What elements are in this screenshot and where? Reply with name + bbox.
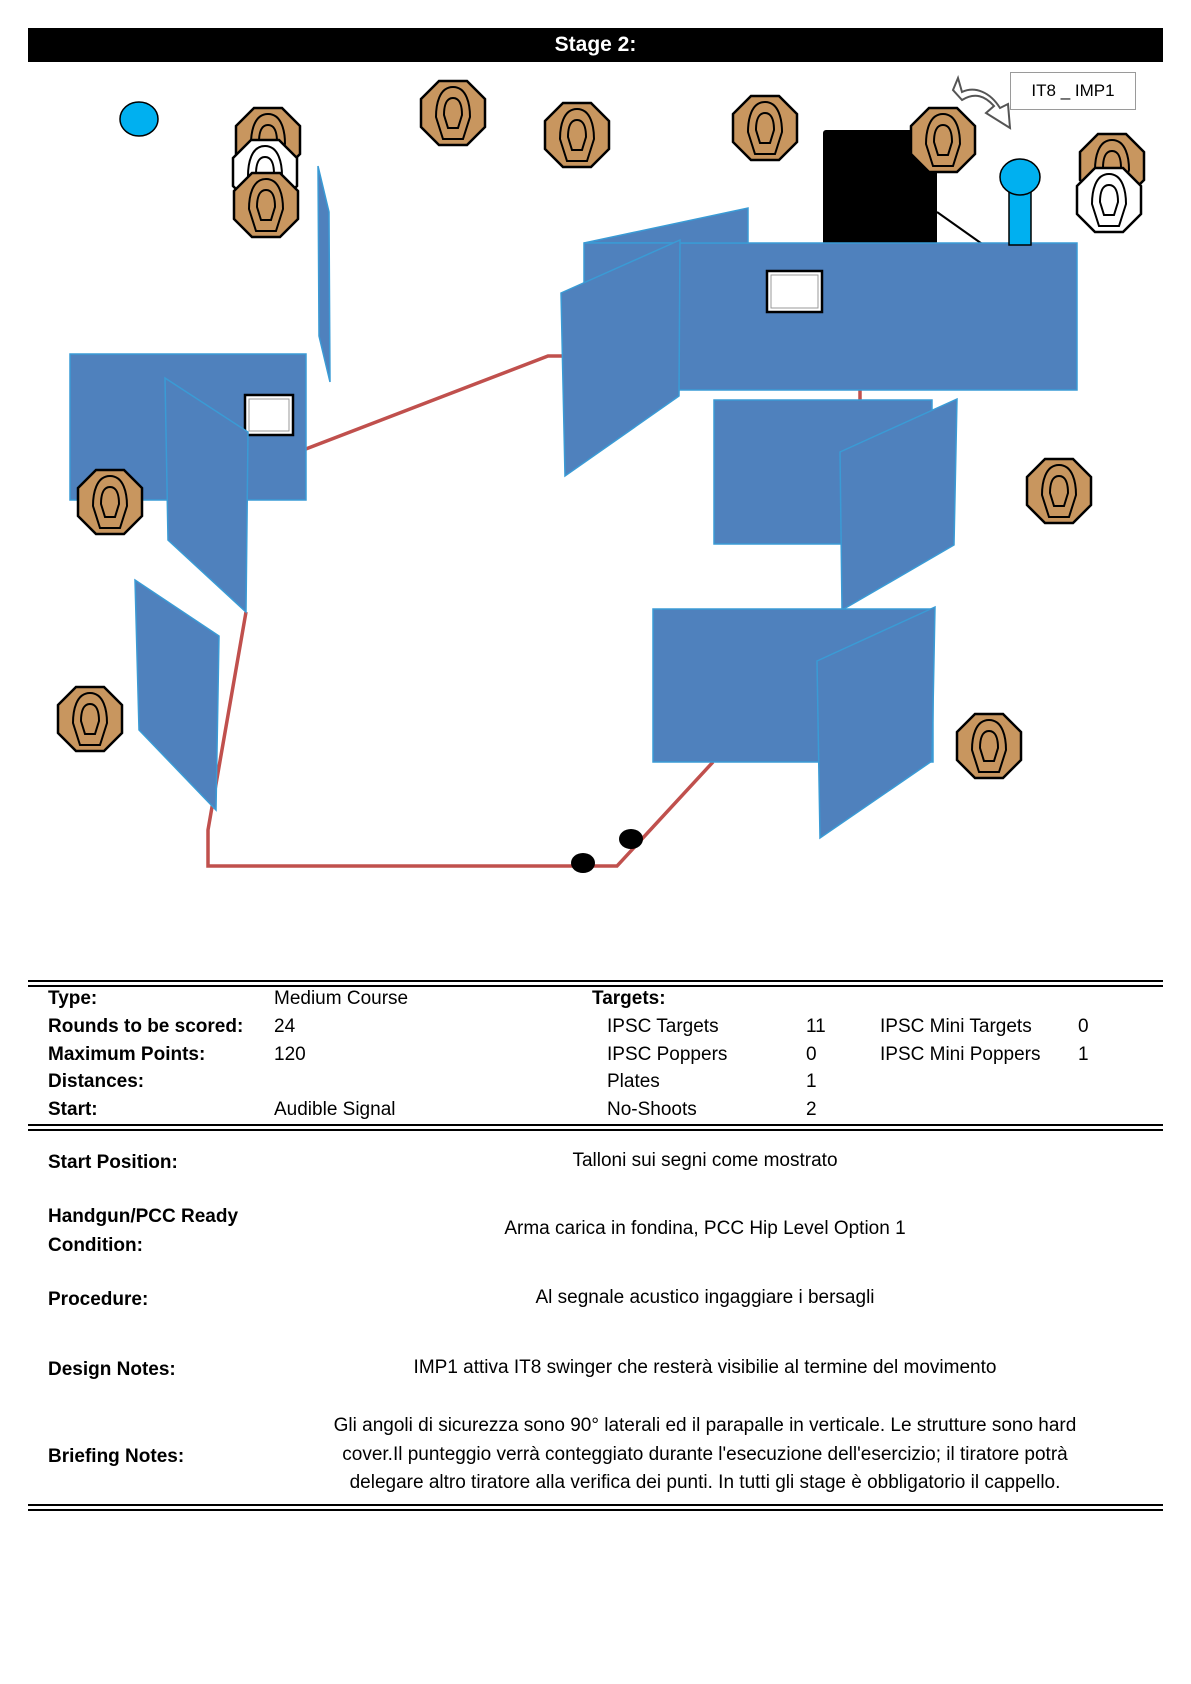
mini-targets-value: 0	[1078, 1016, 1089, 1037]
targets-ipsc-value: 11	[806, 1016, 826, 1037]
mini-poppers-label: IPSC Mini Poppers	[880, 1044, 1041, 1065]
ipsc-target-icon	[955, 712, 1023, 780]
targets-heading: Targets:	[592, 988, 666, 1009]
targets-plates-value: 1	[806, 1071, 817, 1092]
start-mark-icon	[619, 829, 643, 849]
targets-noshoots-value: 2	[806, 1099, 817, 1120]
start-position-label: Start Position:	[48, 1152, 178, 1173]
wall-left-panel	[164, 376, 249, 614]
divider-middle	[28, 1124, 1163, 1131]
type-value: Medium Course	[274, 988, 409, 1009]
wall-lower-right-panel	[816, 605, 936, 840]
start-position-value: Talloni sui segni come mostrato	[572, 1150, 838, 1171]
divider-bottom	[28, 1504, 1163, 1511]
targets-noshoots-label: No-Shoots	[607, 1099, 697, 1120]
targets-plates-label: Plates	[607, 1071, 660, 1092]
stage-title: Stage 2:	[28, 28, 1163, 62]
wall-thin-post	[317, 165, 331, 383]
briefing-notes-line-1: Gli angoli di sicurezza sono 90° lateral…	[333, 1415, 1077, 1436]
briefing-notes-label: Briefing Notes:	[48, 1446, 185, 1467]
briefing-notes-line-3: delegare altro tiratore alla verifica de…	[349, 1472, 1061, 1493]
ipsc-target-icon	[232, 171, 300, 239]
ready-condition-label-line2: Condition:	[48, 1235, 143, 1256]
design-notes-label: Design Notes:	[48, 1359, 176, 1380]
design-notes-value: IMP1 attiva IT8 swinger che resterà visi…	[413, 1357, 997, 1378]
mini-poppers-value: 1	[1078, 1044, 1089, 1065]
swinger-callout: IT8 _ IMP1	[1010, 72, 1136, 110]
ipsc-target-icon	[56, 685, 124, 753]
stage-diagram	[56, 74, 1146, 873]
start-label: Start:	[48, 1099, 98, 1120]
mini-targets-label: IPSC Mini Targets	[880, 1016, 1032, 1037]
points-label: Maximum Points:	[48, 1044, 206, 1065]
ipsc-target-icon	[909, 106, 977, 174]
rounds-value: 24	[274, 1016, 296, 1037]
wall-top-right	[664, 242, 1078, 391]
wall-middle-right-panel	[839, 397, 958, 612]
targets-poppers-value: 0	[806, 1044, 817, 1065]
points-value: 120	[274, 1044, 306, 1065]
wall-center-back-panel	[583, 207, 749, 244]
wall-center-panel	[560, 238, 681, 478]
ipsc-target-icon	[731, 94, 799, 162]
start-value: Audible Signal	[274, 1099, 396, 1120]
mini-popper-icon	[119, 101, 159, 137]
barrel-icon	[823, 130, 937, 258]
briefing-notes-line-2: cover.Il punteggio verrà conteggiato dur…	[342, 1444, 1068, 1465]
targets-poppers-label: IPSC Poppers	[607, 1044, 728, 1065]
popper-icon	[999, 158, 1041, 246]
wall-lower-left-panel	[134, 578, 220, 812]
type-label: Type:	[48, 988, 98, 1009]
ipsc-target-icon	[1025, 457, 1093, 525]
ipsc-target-icon	[543, 101, 611, 169]
targets-ipsc-label: IPSC Targets	[607, 1016, 719, 1037]
ipsc-target-icon	[419, 79, 487, 147]
start-mark-icon	[571, 853, 595, 873]
divider-top	[28, 980, 1163, 987]
procedure-label: Procedure:	[48, 1289, 149, 1310]
ipsc-target-icon	[76, 468, 144, 536]
swing-arrow-icon	[951, 74, 1012, 130]
ready-condition-value: Arma carica in fondina, PCC Hip Level Op…	[504, 1218, 906, 1239]
rounds-label: Rounds to be scored:	[48, 1016, 244, 1037]
no-shoot-target-icon	[1075, 166, 1143, 234]
procedure-value: Al segnale acustico ingaggiare i bersagl…	[535, 1287, 875, 1308]
fault-line	[224, 354, 565, 482]
fault-line-lower	[206, 611, 715, 868]
ready-condition-label-line1: Handgun/PCC Ready	[48, 1206, 239, 1227]
distances-label: Distances:	[48, 1071, 145, 1092]
